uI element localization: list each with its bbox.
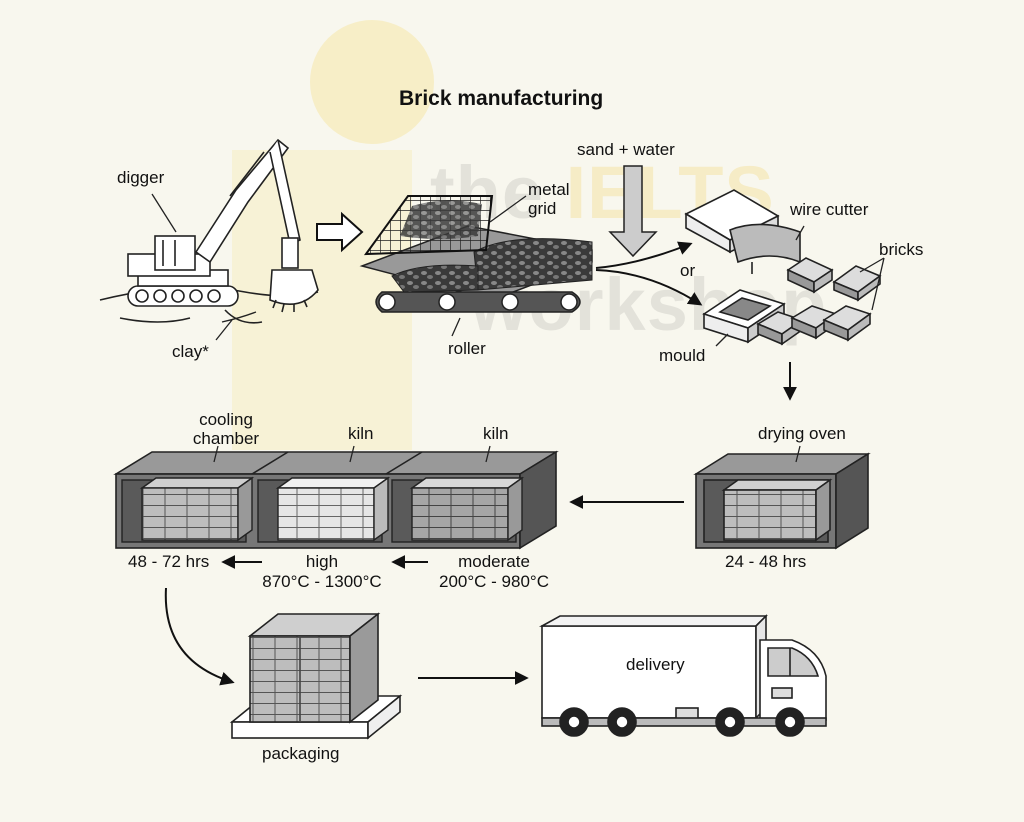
label-high-temp: 870°C - 1300°C (262, 572, 382, 591)
split-arrow-lower (595, 269, 703, 306)
bricks-leader-line (859, 257, 885, 311)
label-clay: clay* (172, 342, 209, 361)
hollow-arrow-icon (316, 211, 364, 253)
label-packaging: packaging (262, 744, 340, 763)
label-digger: digger (117, 168, 165, 187)
mould-icon (702, 289, 872, 346)
wire-cutter-icon (684, 189, 882, 302)
mould-leader-line (715, 333, 729, 347)
kiln-icon-moderate (391, 476, 525, 543)
clay-leader-line (215, 311, 257, 341)
label-metal-grid-line1: metal (528, 180, 570, 199)
label-delivery: delivery (626, 655, 685, 674)
label-moderate-temp: 200°C - 980°C (439, 572, 549, 591)
kiln-icon (257, 476, 391, 543)
delivery-truck-icon (538, 614, 827, 737)
digger-leader-line (151, 193, 177, 233)
label-moderate: moderate (458, 552, 530, 571)
page-title: Brick manufacturing (399, 87, 604, 110)
digger-icon (99, 138, 319, 324)
label-mould: mould (659, 346, 706, 365)
label-metal-grid-line2: grid (528, 199, 557, 218)
arrow-to-packaging (164, 587, 235, 686)
label-kiln-2: kiln (483, 424, 509, 443)
kiln-leader-line-2 (485, 445, 491, 463)
label-drying-time: 24 - 48 hrs (725, 552, 807, 571)
label-or: or (680, 261, 696, 280)
sand-water-arrow-icon (608, 165, 658, 258)
label-bricks: bricks (879, 240, 924, 259)
kiln-leader-line-1 (349, 445, 355, 463)
label-drying-oven: drying oven (758, 424, 846, 443)
drying-oven-leader-line (795, 445, 801, 463)
roller-leader-line (451, 317, 461, 337)
label-cooling-time: 48 - 72 hrs (128, 552, 210, 571)
metal-grid-leader-line (489, 195, 527, 223)
brick-pallet-icon (229, 612, 403, 740)
label-high: high (305, 552, 339, 571)
metal-grid-icon (363, 195, 494, 256)
wire-cutter-leader-line (795, 225, 805, 241)
cooling-chamber-icon (121, 476, 255, 543)
label-wire-cutter: wire cutter (790, 200, 869, 219)
label-cooling-chamber-line1: cooling (199, 410, 253, 429)
cooling-chamber-leader-line (213, 445, 219, 463)
drying-oven-icon (693, 452, 871, 550)
label-sand-water: sand + water (577, 140, 675, 159)
label-roller: roller (448, 339, 486, 358)
split-arrow-upper (595, 241, 693, 269)
label-kiln-1: kiln (348, 424, 374, 443)
label-cooling-chamber-line2: chamber (192, 429, 260, 448)
